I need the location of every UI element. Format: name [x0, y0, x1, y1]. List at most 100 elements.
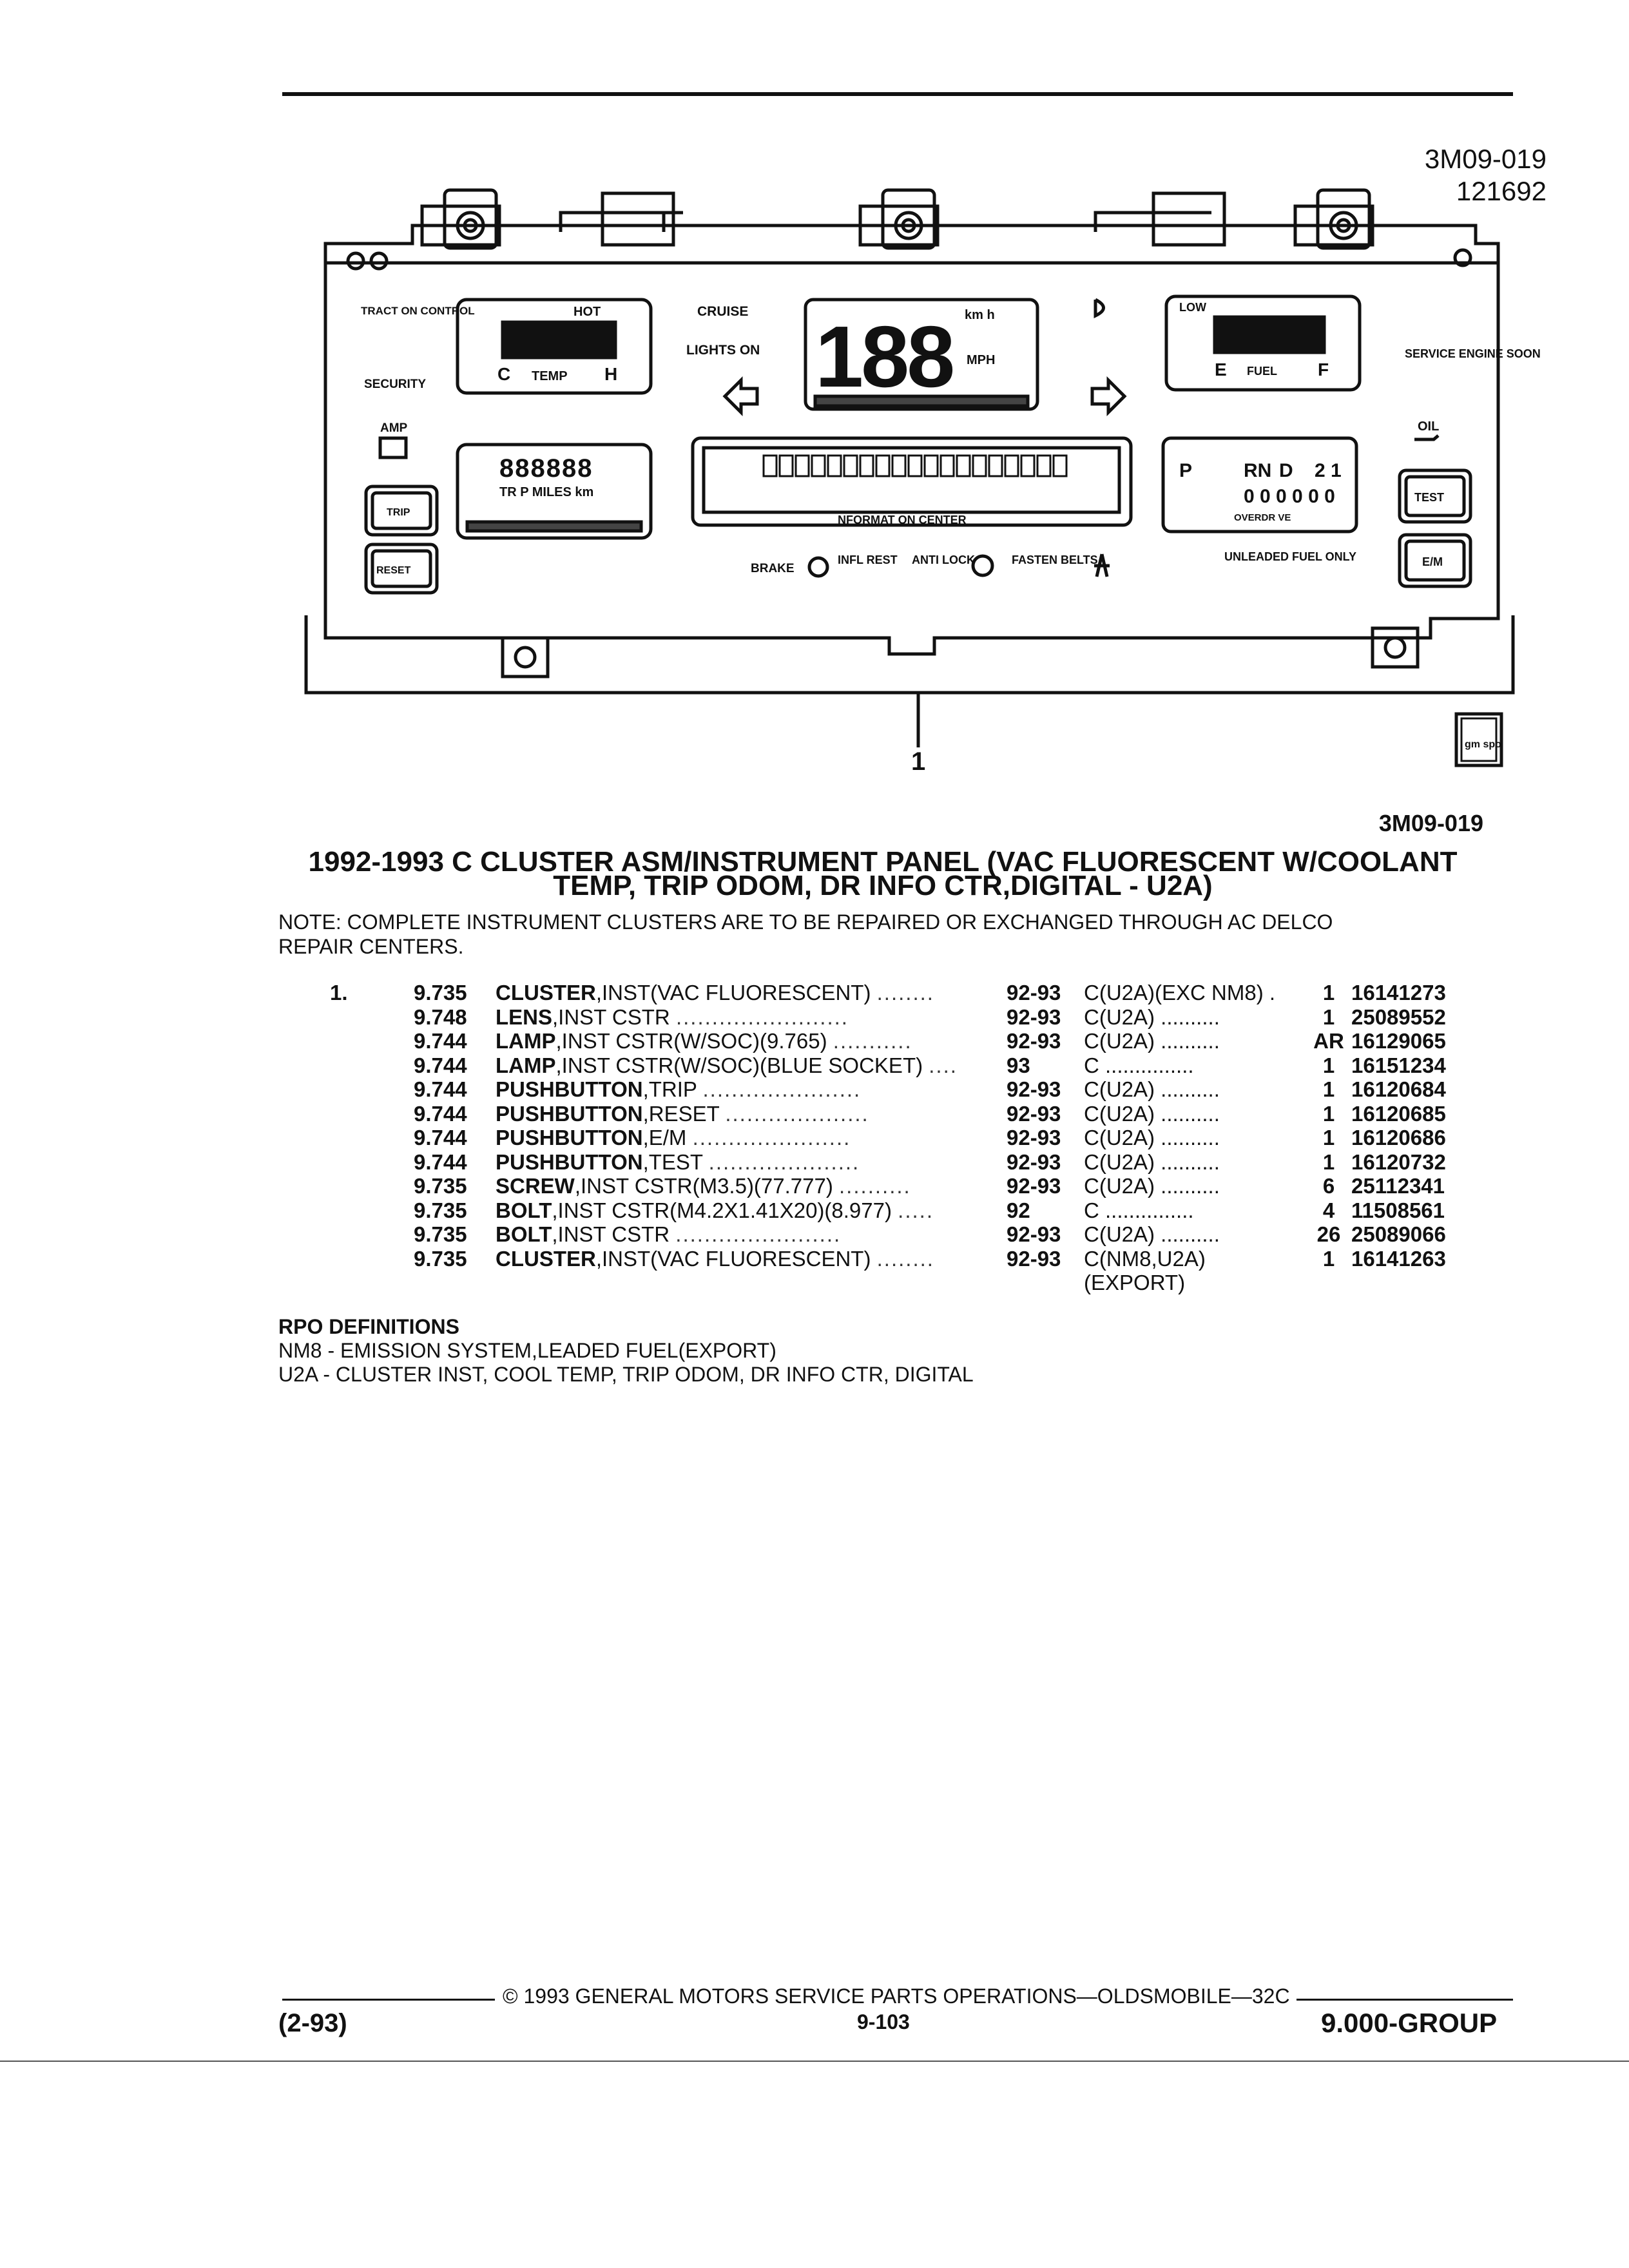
note-line-1: NOTE: COMPLETE INSTRUMENT CLUSTERS ARE T…: [278, 910, 1333, 934]
leader-dots: .....: [898, 1198, 934, 1222]
bottom-tab-right: [1371, 626, 1420, 669]
high-beam-icon: [1094, 298, 1105, 318]
part-spec: ,E/M: [642, 1126, 687, 1149]
em-button-label: E/M: [1422, 555, 1443, 568]
fuel-label: FUEL: [1247, 365, 1277, 378]
item-number: [330, 1126, 414, 1150]
usage-code: (EXPORT): [1084, 1271, 1186, 1294]
gear-21-label: 2 1: [1315, 460, 1342, 481]
part-description: LAMP,INST CSTR(W/SOC)(9.765) ...........: [496, 1029, 1007, 1053]
leader-dots: ..........: [839, 1174, 911, 1198]
reference-number: [414, 1271, 496, 1295]
model-years: 92: [1007, 1198, 1030, 1222]
fuel-gauge: [1164, 294, 1362, 392]
part-name: SCREW: [496, 1174, 575, 1198]
reference-number: 9.735: [414, 1174, 467, 1198]
part-spec: ,INST(VAC FLUORESCENT): [595, 981, 871, 1004]
model-years: 92-93: [1007, 1077, 1061, 1101]
information-center: [691, 436, 1133, 527]
low-label: LOW: [1179, 301, 1206, 314]
trip-button-frame: [364, 485, 439, 537]
part-name: CLUSTER: [496, 981, 596, 1004]
usage-code: C(U2A) ..........: [1084, 1029, 1220, 1053]
service-engine-label: SERVICE ENGINE SOON: [1405, 347, 1541, 360]
part-spec: ,INST CSTR: [552, 1222, 670, 1246]
test-button-label: TEST: [1414, 491, 1444, 504]
leader-dots: .....................: [708, 1149, 860, 1174]
security-label: SECURITY: [364, 378, 426, 391]
part-name: CLUSTER: [496, 1246, 596, 1271]
item-number: [330, 1077, 414, 1102]
item-number: [330, 1005, 414, 1030]
part-name: PUSHBUTTON: [496, 1126, 643, 1149]
footer-rule-left: [282, 1999, 495, 2001]
item-number: [330, 1198, 414, 1223]
table-row: 9.735 SCREW,INST CSTR(M3.5)(77.777) .....…: [330, 1174, 1446, 1198]
amp-label: AMP: [380, 421, 408, 435]
part-spec: ,INST CSTR(W/SOC)(9.765): [555, 1029, 827, 1053]
mounting-tab-2: [858, 188, 940, 250]
part-name: BOLT: [496, 1198, 552, 1222]
temp-c-label: C: [497, 364, 510, 384]
reference-number: 9.735: [414, 1198, 467, 1222]
gear-p-label: P: [1179, 460, 1192, 481]
part-number: 25089552: [1351, 1004, 1446, 1029]
reference-number: 9.735: [414, 1222, 467, 1246]
part-description: BOLT,INST CSTR .......................: [496, 1222, 1007, 1247]
reference-number: 9.744: [414, 1077, 467, 1101]
item-number: [330, 1271, 414, 1295]
item-number: [330, 1222, 414, 1247]
model-years: 92-93: [1007, 1101, 1061, 1126]
gear-d-label: D: [1279, 460, 1293, 481]
leader-dots: ........: [876, 1246, 934, 1271]
quantity: 1: [1322, 1004, 1335, 1029]
reset-button-label: RESET: [376, 565, 411, 576]
model-years: 92-93: [1007, 1149, 1061, 1174]
part-description: PUSHBUTTON,E/M ......................: [496, 1126, 1007, 1150]
part-description: LENS,INST CSTR ........................: [496, 1005, 1007, 1030]
footer-rule-right: [1296, 1999, 1513, 2001]
part-spec: ,INST CSTR(M4.2X1.41X20)(8.977): [552, 1198, 892, 1222]
usage-code: C(U2A) ..........: [1084, 1126, 1220, 1149]
fasten-belts-label: FASTEN BELTS: [1012, 553, 1098, 566]
mounting-tab-1: [420, 188, 501, 250]
leader-dots: ....................: [725, 1101, 869, 1126]
table-row: 9.735 BOLT,INST CSTR ....................…: [330, 1222, 1446, 1247]
part-name: BOLT: [496, 1222, 552, 1246]
leader-dots: ......................: [702, 1077, 862, 1101]
fuel-e-label: E: [1215, 360, 1227, 380]
footer-date: (2-93): [278, 2009, 347, 2037]
footer-group: 9.000-GROUP: [1321, 2008, 1498, 2038]
gear-indicator: [1161, 436, 1358, 533]
usage-code: C(U2A) ..........: [1084, 1077, 1220, 1101]
quantity: 1: [1322, 1053, 1335, 1077]
temp-gauge: [456, 298, 653, 395]
part-number: 16151234: [1351, 1053, 1446, 1077]
part-number: 16141273: [1351, 981, 1446, 1004]
illustration-date: 121692: [1456, 176, 1547, 206]
footer-copyright: © 1993 GENERAL MOTORS SERVICE PARTS OPER…: [503, 1984, 1290, 2008]
unleaded-label: UNLEADED FUEL ONLY: [1224, 550, 1356, 563]
leader-dots: ........................: [675, 1004, 849, 1029]
illustration-id: 3M09-019: [1424, 144, 1547, 174]
item-number: [330, 1247, 414, 1271]
part-spec: ,TEST: [642, 1149, 703, 1174]
part-name: LAMP: [496, 1053, 556, 1077]
bottom-tab-left: [501, 636, 550, 678]
gear-digits: 0 0 0 0 0 0: [1244, 486, 1335, 507]
quantity: 1: [1322, 1149, 1335, 1174]
callout-number: 1: [911, 747, 925, 776]
quantity: 26: [1316, 1222, 1341, 1246]
part-spec: ,INST CSTR(M3.5)(77.777): [574, 1174, 833, 1198]
item-number: [330, 1150, 414, 1175]
part-spec: ,TRIP: [642, 1077, 697, 1101]
rpo-u2a: U2A - CLUSTER INST, COOL TEMP, TRIP ODOM…: [278, 1363, 974, 1386]
anti-lock-icon: [971, 554, 994, 577]
